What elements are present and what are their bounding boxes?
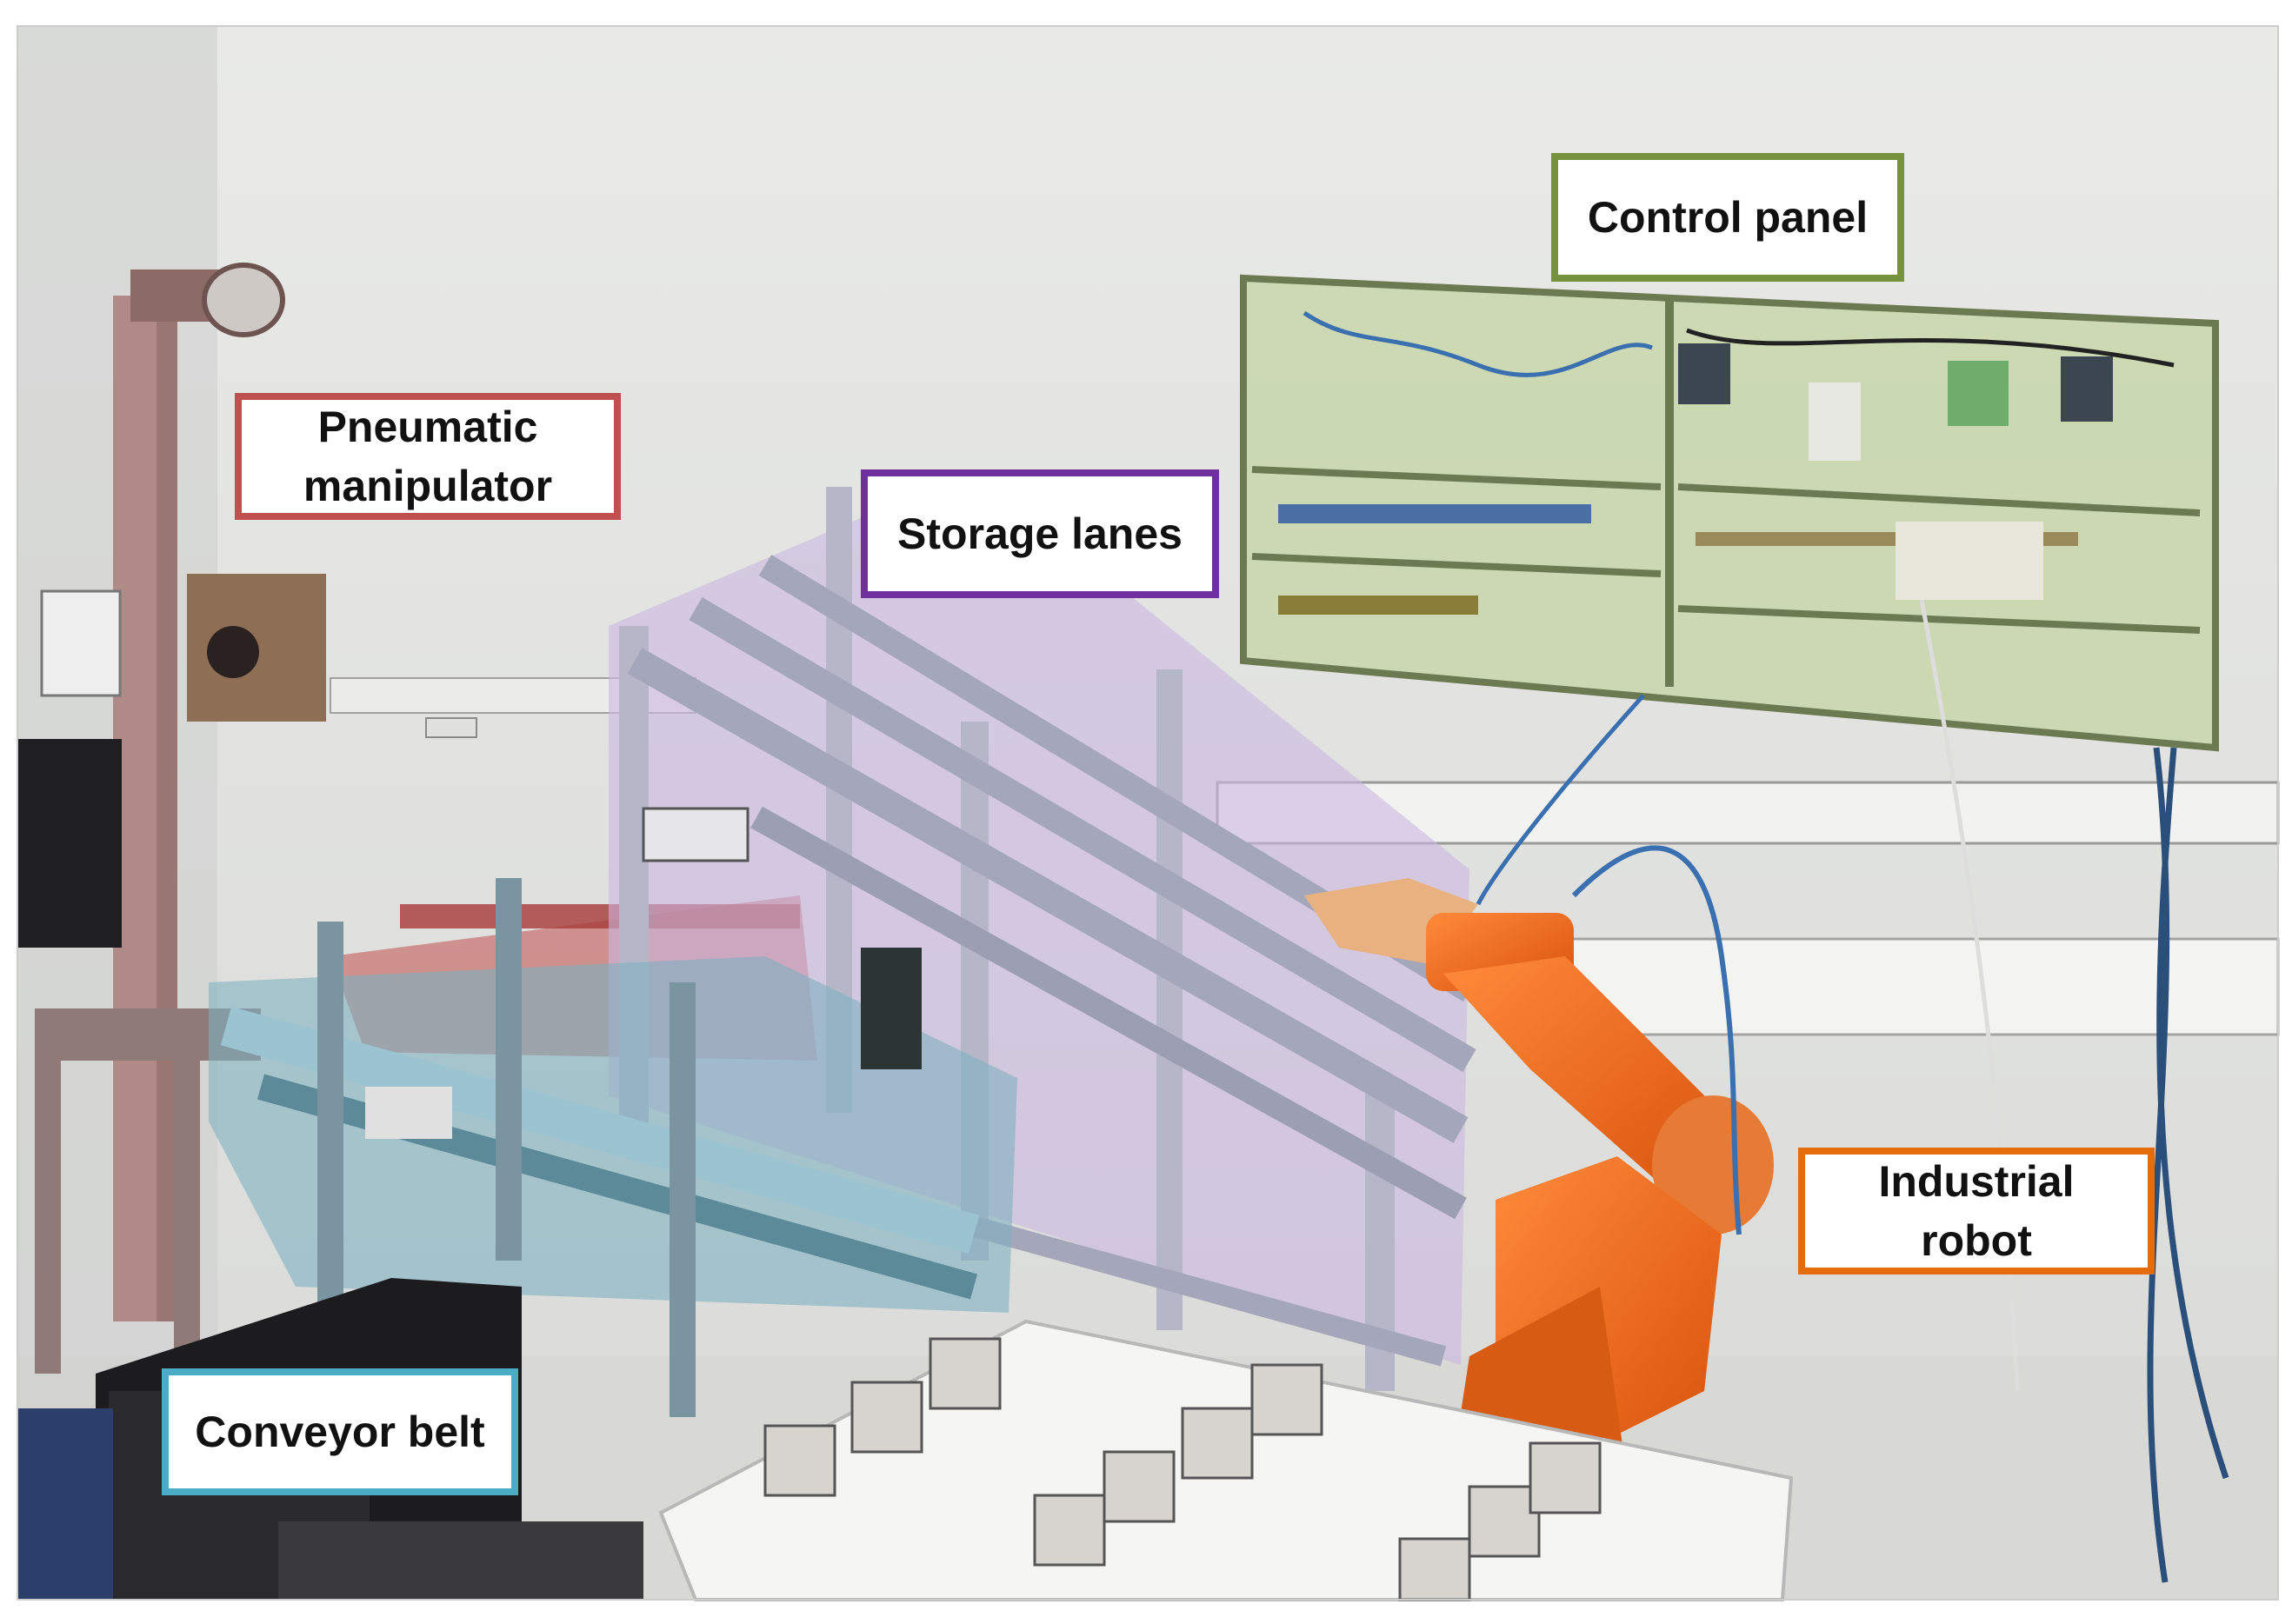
work-table-photo xyxy=(658,1319,1794,1601)
storage-lanes-label: Storage lanes xyxy=(861,469,1219,598)
conveyor-belt-label: Conveyor belt xyxy=(162,1368,518,1495)
industrial-robot-photo xyxy=(1304,845,1774,1469)
control-panel-label: Control panel xyxy=(1551,153,1904,282)
pneumatic-manipulator-photo xyxy=(17,263,326,1374)
conveyor-belt-photo xyxy=(209,878,1017,1417)
pneumatic-manipulator-label: Pneumatic manipulator xyxy=(235,393,621,520)
industrial-robot-label: Industrial robot xyxy=(1798,1148,2155,1275)
control-panel-photo xyxy=(1240,274,2229,1583)
